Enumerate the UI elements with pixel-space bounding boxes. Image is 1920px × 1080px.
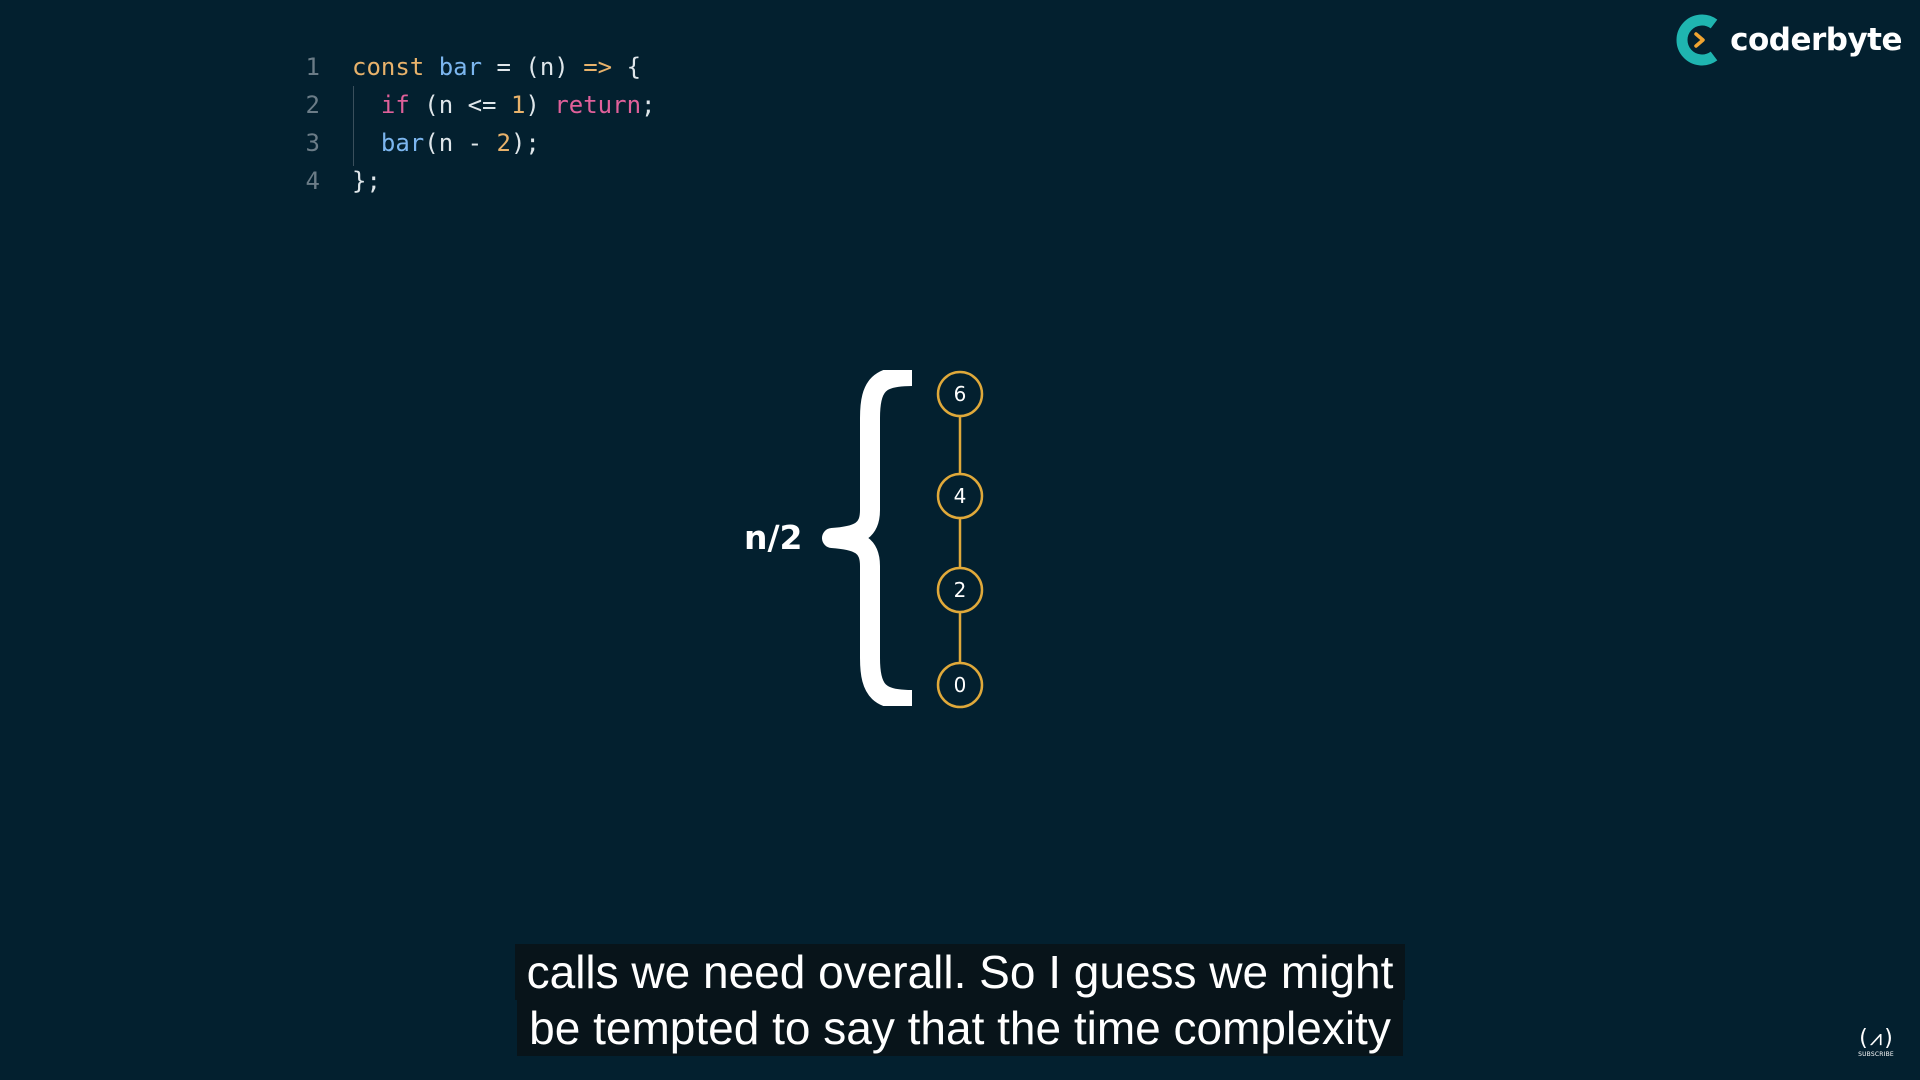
subscribe-button[interactable]: (⩘) SUBSCRIBE xyxy=(1854,1026,1898,1059)
subscribe-label: SUBSCRIBE xyxy=(1858,1051,1894,1058)
node-label: 0 xyxy=(953,673,967,697)
code-token: ) xyxy=(525,91,555,119)
logo-text: coderbyte xyxy=(1730,22,1902,58)
indent-guide xyxy=(353,86,354,166)
code-token: 2 xyxy=(496,129,511,157)
line-number: 3 xyxy=(305,129,320,157)
caption-text: be tempted to say that the time complexi… xyxy=(517,1000,1403,1056)
code-line-1: 1 const bar = (n) => { xyxy=(290,48,655,86)
code-token: 1 xyxy=(510,91,526,119)
code-token: => xyxy=(583,53,613,81)
node-label: 6 xyxy=(953,382,967,406)
line-number: 1 xyxy=(305,53,320,81)
code-token xyxy=(424,48,438,86)
code-token: }; xyxy=(352,167,381,195)
caption-line-2: be tempted to say that the time complexi… xyxy=(0,1000,1920,1056)
caption-line-1: calls we need overall. So I guess we mig… xyxy=(0,944,1920,1000)
code-token: { xyxy=(612,53,642,81)
coderbyte-logo: coderbyte xyxy=(1674,14,1902,66)
code-token: (n <= xyxy=(409,91,511,119)
code-token: if xyxy=(380,91,410,119)
code-token: ; xyxy=(641,91,656,119)
node-label: 4 xyxy=(953,484,967,508)
code-block: 1 const bar = (n) => { 2 if (n <= 1) ret… xyxy=(290,48,656,200)
code-line-3: 3 bar(n - 2); xyxy=(290,124,655,162)
node-label: 2 xyxy=(953,578,967,602)
code-token: bar xyxy=(380,129,425,157)
brace-label: n/2 xyxy=(744,518,803,557)
code-token: (n - xyxy=(424,129,497,157)
line-number: 2 xyxy=(305,91,320,119)
line-number: 4 xyxy=(305,167,320,195)
code-token: = (n) xyxy=(482,53,584,81)
code-token: ); xyxy=(510,129,540,157)
code-line-4: 4 }; xyxy=(290,162,655,200)
code-token: return xyxy=(554,91,642,119)
caption-text: calls we need overall. So I guess we mig… xyxy=(514,944,1406,1000)
code-token: bar xyxy=(438,53,483,81)
coderbyte-logo-icon xyxy=(1676,14,1718,66)
freecodecamp-icon: (⩘) xyxy=(1856,1026,1896,1051)
code-line-2: 2 if (n <= 1) return; xyxy=(290,86,656,124)
code-token: const xyxy=(352,53,425,81)
curly-brace xyxy=(822,370,913,706)
